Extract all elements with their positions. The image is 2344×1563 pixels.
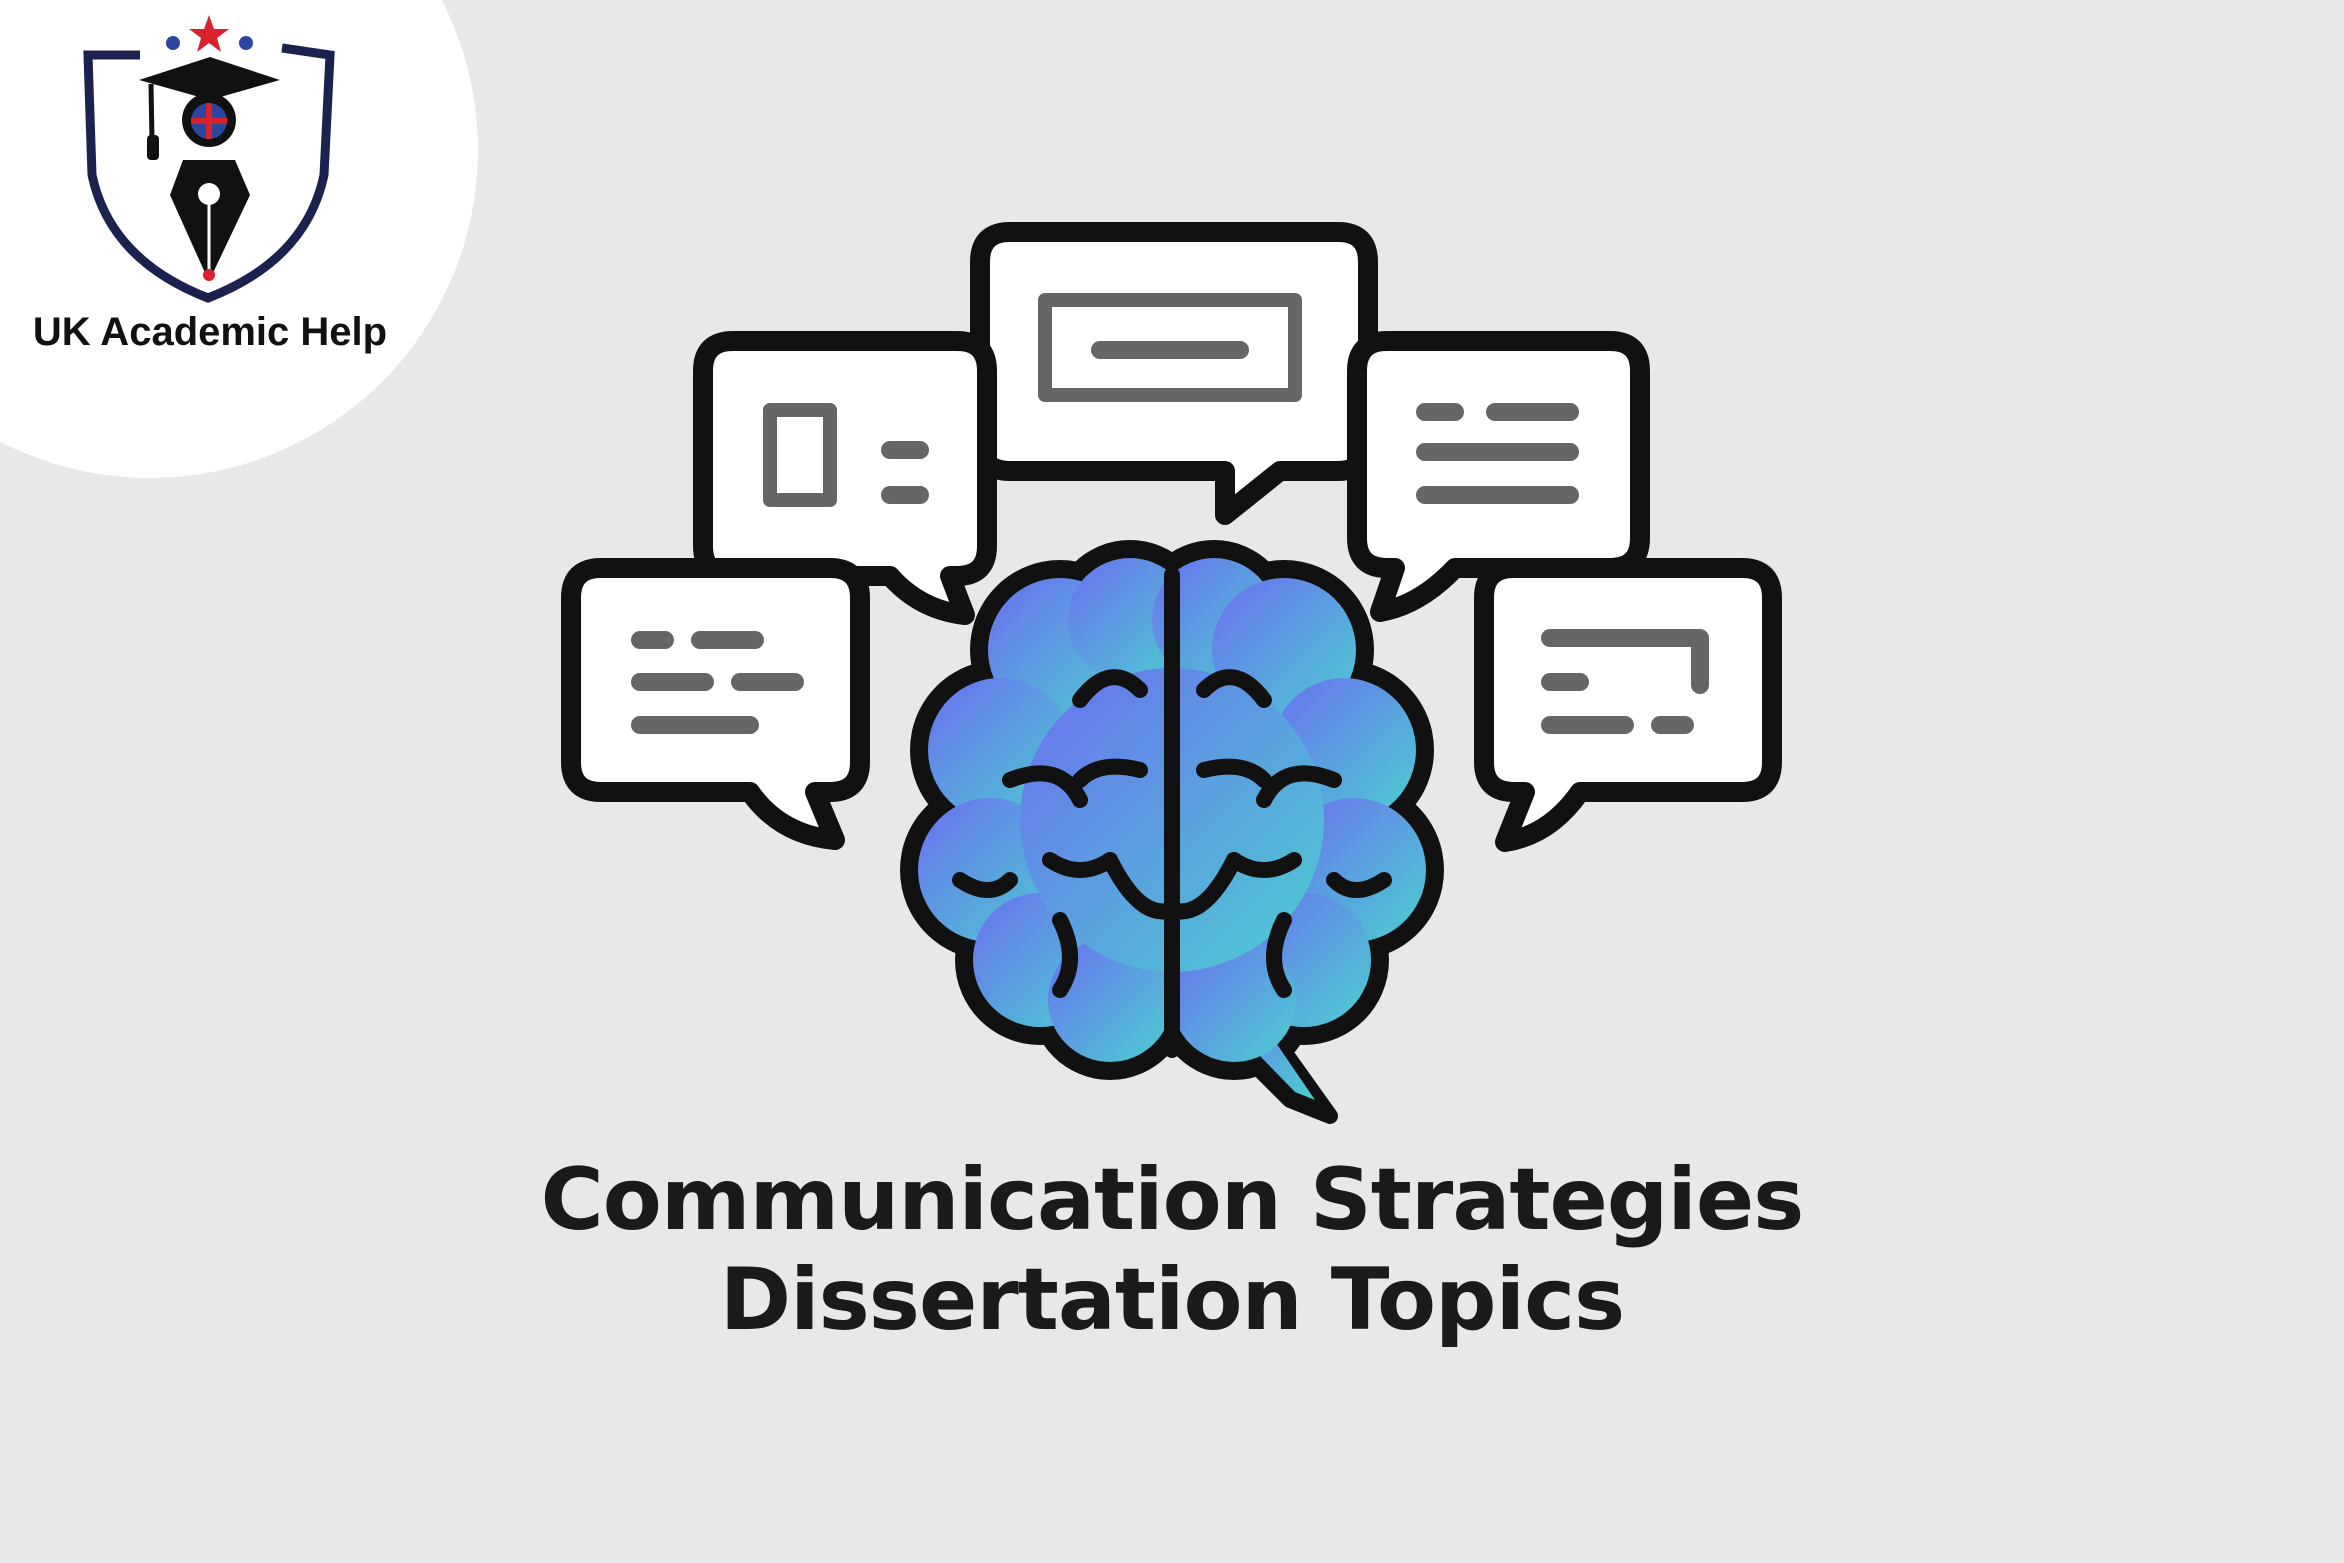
title-line-2: Dissertation Topics (719, 1250, 1626, 1350)
title-line-1: Communication Strategies (540, 1150, 1805, 1250)
speech-bubble-left-icon (561, 558, 870, 850)
speech-bubble-top-icon (970, 222, 1378, 525)
graduation-cap-icon (139, 57, 280, 100)
speech-bubble-right-icon (1474, 558, 1782, 852)
speech-bubble-top-left-icon (693, 331, 997, 625)
brain-icon (900, 540, 1444, 1124)
logo-shield-icon (83, 15, 335, 303)
logo-background (0, 0, 478, 478)
star-icon (189, 15, 229, 52)
speech-bubble-top-right-icon (1347, 331, 1650, 622)
logo-text: UK Academic Help (32, 310, 388, 354)
